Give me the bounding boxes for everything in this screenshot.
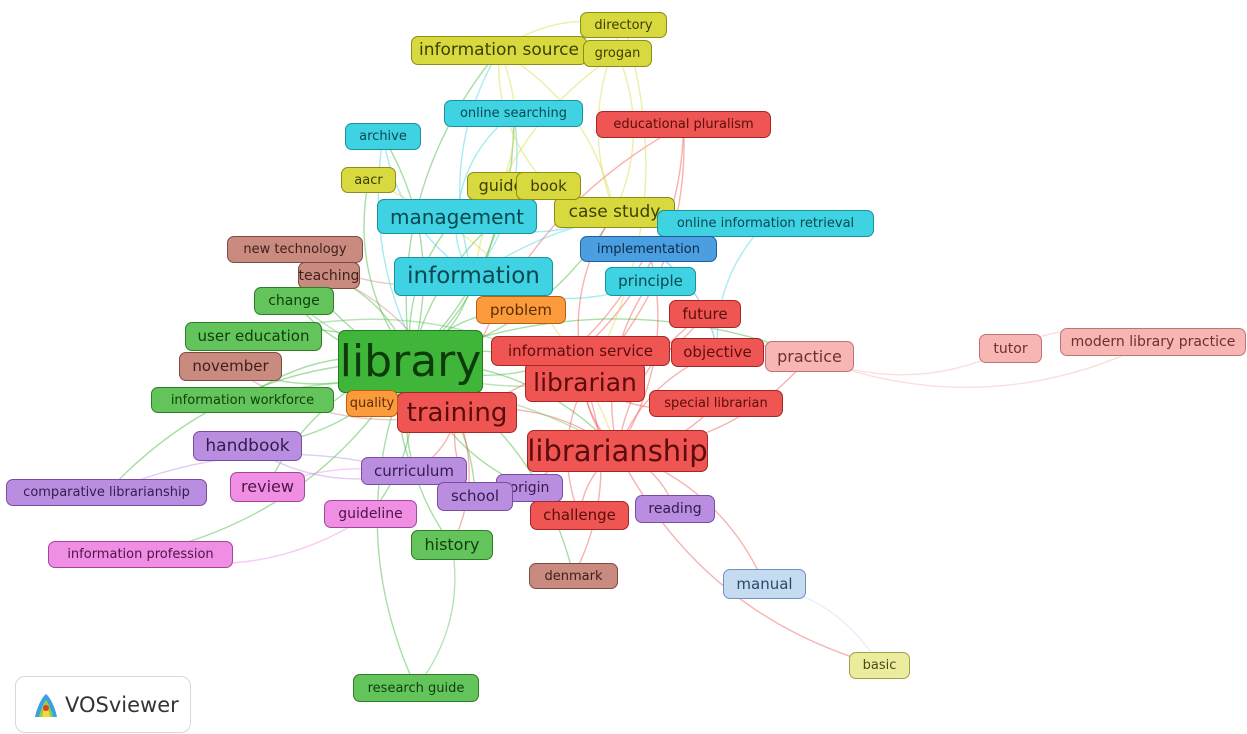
node-directory[interactable]: directory	[580, 12, 667, 38]
node-denmark[interactable]: denmark	[529, 563, 618, 589]
node-manual[interactable]: manual	[723, 569, 806, 599]
node-user-education[interactable]: user education	[185, 322, 322, 351]
node-case-study[interactable]: case study	[554, 197, 675, 228]
node-archive[interactable]: archive	[345, 123, 421, 150]
vosviewer-logo-icon	[35, 693, 57, 717]
node-challenge[interactable]: challenge	[530, 501, 629, 530]
node-practice[interactable]: practice	[765, 341, 854, 372]
node-basic[interactable]: basic	[849, 652, 910, 679]
node-future[interactable]: future	[669, 300, 741, 328]
node-research-guide[interactable]: research guide	[353, 674, 479, 702]
node-handbook[interactable]: handbook	[193, 431, 302, 461]
link-practice-modern-library-practice	[809, 341, 1154, 389]
node-online-information-retrieval[interactable]: online information retrieval	[657, 210, 874, 237]
node-library[interactable]: library	[338, 330, 483, 393]
node-information-workforce[interactable]: information workforce	[151, 387, 334, 413]
link-online-information-retrieval-objective	[716, 223, 767, 353]
node-modern-library-practice[interactable]: modern library practice	[1060, 328, 1246, 356]
node-information-service[interactable]: information service	[491, 336, 670, 366]
node-school[interactable]: school	[437, 482, 513, 511]
vosviewer-logo-text: VOSviewer	[65, 692, 179, 717]
node-comparative-librarianship[interactable]: comparative librarianship	[6, 479, 207, 506]
node-information[interactable]: information	[394, 257, 553, 296]
node-guideline[interactable]: guideline	[324, 500, 417, 528]
vosviewer-logo: VOSviewer	[15, 676, 191, 733]
node-quality[interactable]: quality	[346, 390, 398, 417]
link-library-information-source	[405, 50, 500, 362]
link-librarianship-basic	[616, 450, 880, 667]
node-educational-pluralism[interactable]: educational pluralism	[596, 111, 771, 138]
node-aacr[interactable]: aacr	[341, 167, 396, 193]
node-reading[interactable]: reading	[635, 495, 715, 523]
node-new-technology[interactable]: new technology	[227, 236, 363, 263]
node-curriculum[interactable]: curriculum	[361, 457, 467, 485]
link-information-information-source	[459, 50, 500, 277]
link-grogan-information	[472, 52, 618, 277]
node-information-source[interactable]: information source	[411, 36, 587, 65]
node-history[interactable]: history	[411, 530, 493, 560]
node-book[interactable]: book	[516, 172, 581, 200]
node-principle[interactable]: principle	[605, 267, 696, 296]
node-review[interactable]: review	[230, 472, 305, 502]
node-librarianship[interactable]: librarianship	[527, 430, 708, 472]
node-grogan[interactable]: grogan	[583, 40, 652, 67]
node-tutor[interactable]: tutor	[979, 334, 1042, 363]
node-implementation[interactable]: implementation	[580, 236, 717, 262]
node-change[interactable]: change	[254, 287, 334, 315]
link-librarian-denmark	[572, 381, 602, 577]
node-librarian[interactable]: librarian	[525, 362, 645, 402]
node-special-librarian[interactable]: special librarian	[649, 390, 783, 417]
node-online-searching[interactable]: online searching	[444, 100, 583, 127]
node-objective[interactable]: objective	[671, 338, 764, 367]
node-november[interactable]: november	[179, 352, 282, 381]
node-management[interactable]: management	[377, 199, 537, 234]
node-problem[interactable]: problem	[476, 296, 566, 324]
node-teaching[interactable]: teaching	[298, 262, 360, 289]
node-information-profession[interactable]: information profession	[48, 541, 233, 568]
link-history-research-guide	[415, 544, 456, 689]
node-training[interactable]: training	[397, 392, 517, 433]
